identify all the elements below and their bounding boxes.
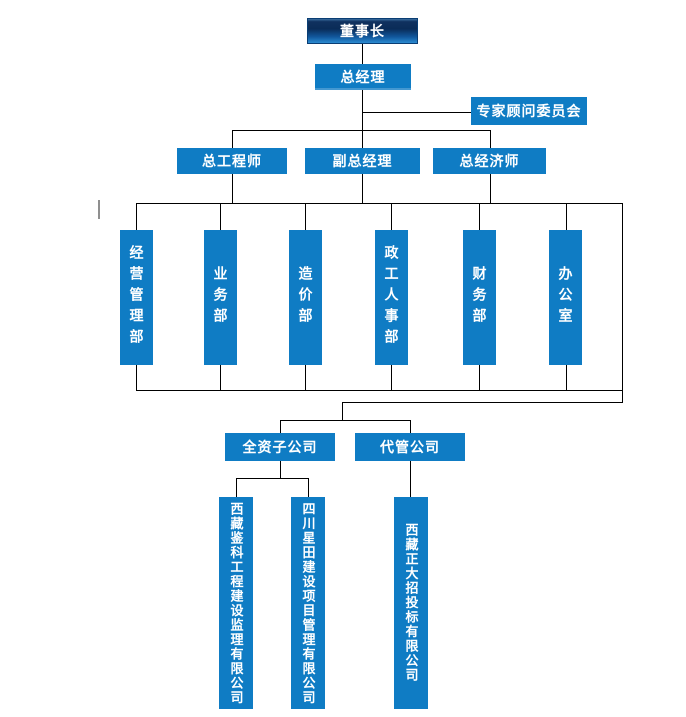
group-label-wholly-owned: 全资子公司 <box>242 439 318 455</box>
connector-group-1-down <box>280 461 281 478</box>
chief-engineer-box: 总工程师 <box>177 148 287 174</box>
connector-dept-4-collector <box>391 365 392 390</box>
connector-drop-company-1 <box>236 478 237 497</box>
general-manager-label: 总经理 <box>340 69 386 85</box>
dept-label-political-hr: 政工人事部 <box>383 245 400 350</box>
connector-drop-dept-3 <box>305 203 306 230</box>
dept-label-finance: 财务部 <box>471 266 488 329</box>
dept-box-office: 办公室 <box>549 230 582 365</box>
general-manager-box: 总经理 <box>315 64 411 90</box>
connector-group-2-down <box>410 461 411 497</box>
connector-drop-company-2 <box>308 478 309 497</box>
connector-dept-6-collector <box>566 365 567 390</box>
connector-dept-5-collector <box>479 365 480 390</box>
connector-drop-dept-5 <box>479 203 480 230</box>
deputy-gm-label: 副总经理 <box>332 153 393 169</box>
company-box-sichuan-xingtian: 四川星田建设项目管理有限公司 <box>291 497 325 709</box>
connector-collector <box>136 390 622 391</box>
dept-box-political-hr: 政工人事部 <box>375 230 408 365</box>
connector-dept-2-collector <box>220 365 221 390</box>
advisory-committee-label: 专家顾问委员会 <box>476 103 582 119</box>
connector-groups-bracket <box>280 420 410 421</box>
connector-drop-dept-1 <box>136 203 137 230</box>
connector-deputy-gm-spine <box>362 174 363 203</box>
gray-tick-mark <box>98 200 100 219</box>
company-box-tibet-jianke: 西藏鉴科工程建设监理有限公司 <box>219 497 253 709</box>
connector-drop-chief-economist <box>490 130 491 148</box>
connector-drop-chief-engineer <box>232 130 233 148</box>
dept-label-office: 办公室 <box>557 266 574 329</box>
group-label-managed: 代管公司 <box>380 439 440 455</box>
advisory-committee-box: 专家顾问委员会 <box>471 97 587 125</box>
chairman-box: 董事长 <box>307 18 418 44</box>
connector-drop-dept-6 <box>566 203 567 230</box>
connector-department-spine <box>136 203 622 204</box>
company-box-tibet-zhengda: 西藏正大招投标有限公司 <box>394 497 428 709</box>
chief-economist-box: 总经济师 <box>433 148 546 174</box>
connector-companies-bracket <box>236 478 308 479</box>
dept-label-business: 业务部 <box>212 266 229 329</box>
dept-label-cost-estimation: 造价部 <box>297 266 314 329</box>
dept-box-cost-estimation: 造价部 <box>289 230 322 365</box>
connector-gm-advisory <box>362 112 471 113</box>
connector-chairman-gm <box>362 44 363 64</box>
dept-label-operations-management: 经营管理部 <box>128 245 145 350</box>
chief-economist-label: 总经济师 <box>459 153 520 169</box>
connector-chief-engineer-spine <box>232 174 233 203</box>
connector-drop-group-1 <box>280 420 281 433</box>
dept-box-finance: 财务部 <box>463 230 496 365</box>
dept-box-business: 业务部 <box>204 230 237 365</box>
deputy-gm-box: 副总经理 <box>305 148 420 174</box>
connector-drop-dept-2 <box>220 203 221 230</box>
dept-box-operations-management: 经营管理部 <box>120 230 153 365</box>
chief-engineer-label: 总工程师 <box>202 153 262 169</box>
group-box-wholly-owned: 全资子公司 <box>225 433 335 461</box>
connector-dept-3-collector <box>305 365 306 390</box>
connector-right-edge-drop <box>622 203 623 403</box>
company-label-tibet-zhengda: 西藏正大招投标有限公司 <box>403 523 419 683</box>
connector-step-vertical <box>342 402 343 420</box>
connector-gm-deputy <box>362 90 363 148</box>
group-box-managed: 代管公司 <box>355 433 465 461</box>
company-label-sichuan-xingtian: 四川星田建设项目管理有限公司 <box>300 501 316 705</box>
connector-dept-1-collector <box>136 365 137 390</box>
chairman-label: 董事长 <box>340 23 385 39</box>
connector-step-horizontal <box>342 402 622 403</box>
connector-chief-economist-spine <box>490 174 491 203</box>
connector-managers-bracket <box>232 130 490 131</box>
company-label-tibet-jianke: 西藏鉴科工程建设监理有限公司 <box>228 501 244 705</box>
connector-drop-dept-4 <box>391 203 392 230</box>
connector-drop-group-2 <box>410 420 411 433</box>
